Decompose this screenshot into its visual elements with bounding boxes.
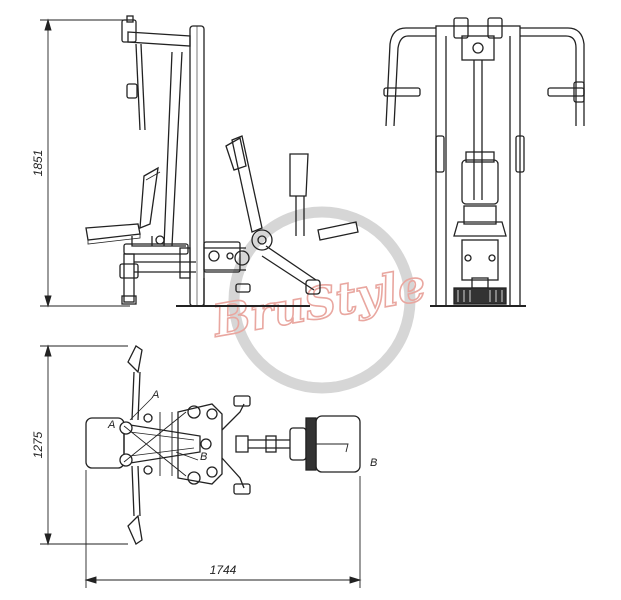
front-frame xyxy=(435,25,521,307)
top-seat-left xyxy=(85,417,125,469)
depth-dimension-label: 1275 xyxy=(31,431,45,458)
dimension-length xyxy=(84,470,362,588)
front-view xyxy=(383,17,585,307)
section-label-a-left: A xyxy=(107,419,115,431)
front-left-arm xyxy=(385,27,436,127)
front-right-arm xyxy=(520,27,585,126)
length-dimension-label: 1744 xyxy=(210,563,237,577)
section-label-b-right: B xyxy=(370,457,377,469)
dimension-height xyxy=(40,18,130,308)
side-view xyxy=(85,15,359,307)
top-base-plate xyxy=(177,403,223,485)
section-label-a-upper: A xyxy=(151,389,159,401)
height-dimension-label: 1851 xyxy=(31,150,45,177)
section-markers xyxy=(129,397,199,461)
lever-arm xyxy=(231,135,263,233)
watermark-ring xyxy=(228,206,416,394)
top-view xyxy=(85,345,361,545)
front-seat-back xyxy=(461,159,499,205)
brand-watermark: BruStyle xyxy=(207,206,430,394)
top-arm xyxy=(127,31,191,47)
seat-back xyxy=(139,166,159,229)
section-label-b-left: B xyxy=(200,451,207,463)
foot-pad xyxy=(317,221,359,241)
dimension-depth xyxy=(40,344,128,546)
weight-stack xyxy=(453,287,507,305)
